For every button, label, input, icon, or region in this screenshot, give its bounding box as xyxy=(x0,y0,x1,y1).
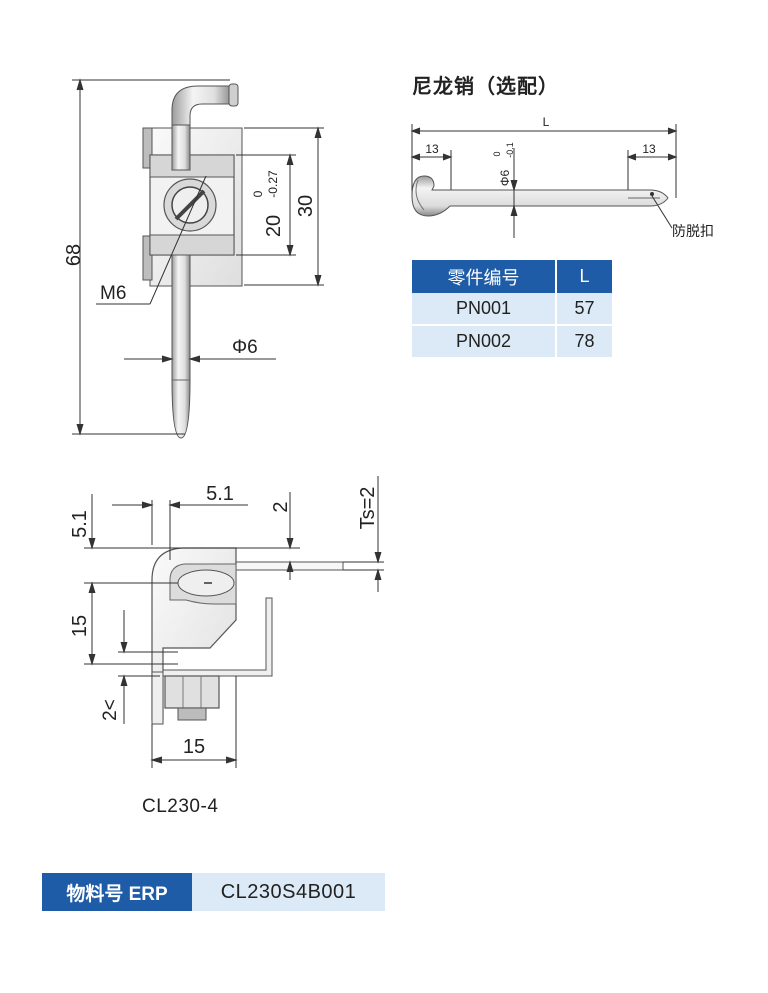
dim-2-base-label: 2< xyxy=(100,699,121,721)
rod-lower xyxy=(171,254,191,439)
side-nut xyxy=(164,675,220,709)
dim-15-height-label: 15 xyxy=(69,615,91,637)
dim-phi6 xyxy=(124,355,276,363)
dim-30 xyxy=(244,126,324,287)
table-row: PN001 57 xyxy=(412,293,612,326)
dim-5-1-top xyxy=(112,500,248,560)
screw-slot xyxy=(174,189,206,221)
pin-detent xyxy=(650,192,654,196)
dim-13-right-label: 13 xyxy=(642,142,656,156)
m6-leader xyxy=(96,175,207,305)
dim-pin-tol-upper: 0 xyxy=(492,151,502,156)
callout-label: 防脱扣 xyxy=(672,223,714,239)
header-length: L xyxy=(556,260,612,293)
dim-pin-diameter-label: Φ6 xyxy=(498,170,512,187)
upper-jaw xyxy=(149,154,235,178)
nylon-pin-body xyxy=(411,175,669,217)
dim-2-gap-label: 2 xyxy=(270,501,292,512)
dim-5-1-left-label: 5.1 xyxy=(69,510,91,538)
erp-value: CL230S4B001 xyxy=(192,873,385,911)
m6-label: M6 xyxy=(100,283,126,304)
side-view: 5.1 2 Ts=2 5.1 xyxy=(69,476,384,768)
nylon-pin-view: L 13 13 Φ6 0 -0.1 xyxy=(410,115,714,239)
dim-L-label: L xyxy=(543,115,550,129)
dim-15-width-label: 15 xyxy=(183,736,205,758)
dim-20-tol-lower: -0.27 xyxy=(266,170,280,198)
erp-label: 物料号 ERP xyxy=(42,873,192,911)
pin-hook-tip xyxy=(415,179,425,211)
hook-end xyxy=(228,83,239,107)
dim-15-height xyxy=(84,653,178,666)
dim-2-base xyxy=(118,610,178,724)
header-part-number: 零件编号 xyxy=(412,260,557,293)
dim-20-tol-upper: 0 xyxy=(251,190,265,197)
lower-jaw xyxy=(149,234,235,256)
dim-pin-tol-lower: -0.1 xyxy=(505,142,515,158)
cell-part: PN002 xyxy=(412,325,557,357)
model-caption: CL230-4 xyxy=(142,796,219,817)
dim-pin-diameter xyxy=(510,148,518,238)
dim-20-label: 20 xyxy=(263,215,285,237)
dim-30-label: 30 xyxy=(295,195,317,217)
dim-ts xyxy=(343,476,384,592)
front-view: 68 30 20 0 -0.27 M6 xyxy=(63,78,324,439)
dim-68-label: 68 xyxy=(63,244,85,266)
cell-length: 57 xyxy=(556,293,612,326)
dim-ts-label: Ts=2 xyxy=(357,487,379,530)
dim-5-1-top-label: 5.1 xyxy=(206,483,234,505)
side-base-plate xyxy=(151,671,164,725)
dim-13-left xyxy=(410,150,453,190)
erp-bar: 物料号 ERP CL230S4B001 xyxy=(42,873,385,911)
dim-68 xyxy=(72,78,230,436)
parts-table: 零件编号 L PN001 57 PN002 78 xyxy=(412,260,612,357)
rod-upper xyxy=(171,124,191,171)
cell-part: PN001 xyxy=(412,293,557,326)
dim-13-left-label: 13 xyxy=(425,142,439,156)
parts-table-header: 零件编号 L xyxy=(412,260,612,293)
nylon-pin-title: 尼龙销（选配） xyxy=(412,76,559,98)
dim-15-width xyxy=(150,676,238,768)
dim-L xyxy=(410,124,678,198)
cell-length: 78 xyxy=(556,325,612,357)
side-thread xyxy=(177,707,207,721)
dim-20 xyxy=(236,153,296,257)
table-row: PN002 78 xyxy=(412,325,612,357)
dim-5-1-left xyxy=(84,494,236,664)
callout-leader xyxy=(651,195,673,229)
dim-phi6-label: Φ6 xyxy=(232,337,258,358)
dim-2-gap xyxy=(236,492,300,580)
dim-13-right xyxy=(626,150,678,190)
